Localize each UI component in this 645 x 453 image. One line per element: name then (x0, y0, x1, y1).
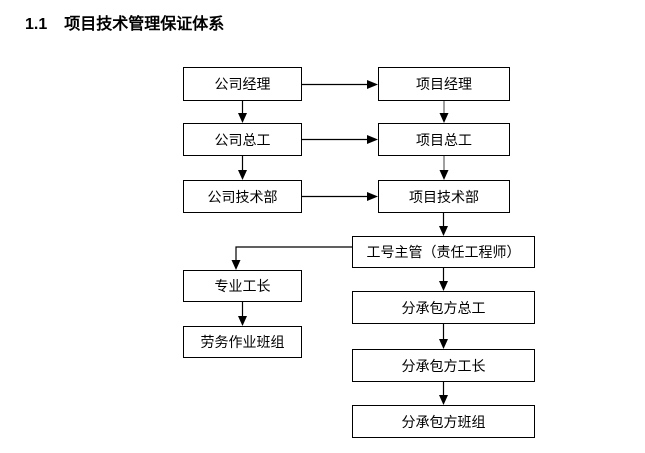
section-number: 1.1 (25, 16, 48, 33)
node-labor-team: 劳务作业班组 (183, 326, 302, 358)
node-subcontractor-chief-engineer: 分承包方总工 (352, 291, 535, 324)
node-company-manager: 公司经理 (183, 67, 302, 101)
arrow-company-chief-to-company-tech (238, 156, 247, 180)
arrow-subcontractor-chief-to-subcontractor-foreman (439, 324, 448, 349)
node-subcontractor-foreman: 分承包方工长 (352, 349, 535, 382)
arrow-company-chief-to-project-chief (302, 135, 378, 144)
arrow-project-manager-to-project-chief (439, 101, 449, 123)
arrow-specialty-foreman-to-labor-team (238, 302, 247, 326)
arrow-project-tech-to-site-supervisor (439, 213, 448, 236)
node-company-chief-engineer: 公司总工 (183, 123, 302, 156)
arrow-company-tech-to-project-tech (302, 192, 378, 201)
arrow-project-chief-to-project-tech (439, 156, 449, 180)
arrow-company-manager-to-project-manager (302, 80, 378, 89)
node-project-manager: 项目经理 (378, 67, 510, 101)
node-project-chief-engineer: 项目总工 (378, 123, 510, 156)
node-specialty-foreman: 专业工长 (183, 270, 302, 302)
section-title: 1.1 项目技术管理保证体系 (25, 10, 224, 34)
node-subcontractor-team: 分承包方班组 (352, 405, 535, 438)
node-company-tech-dept: 公司技术部 (183, 180, 302, 213)
arrow-company-manager-to-company-chief (238, 101, 247, 123)
arrow-site-supervisor-to-subcontractor-chief (439, 268, 448, 291)
node-site-supervisor: 工号主管（责任工程师） (352, 236, 535, 268)
section-title-text: 项目技术管理保证体系 (64, 16, 225, 33)
node-project-tech-dept: 项目技术部 (378, 180, 510, 213)
arrow-subcontractor-foreman-to-subcontractor-team (439, 382, 448, 405)
arrow-site-supervisor-to-specialty-foreman (231, 246, 352, 270)
